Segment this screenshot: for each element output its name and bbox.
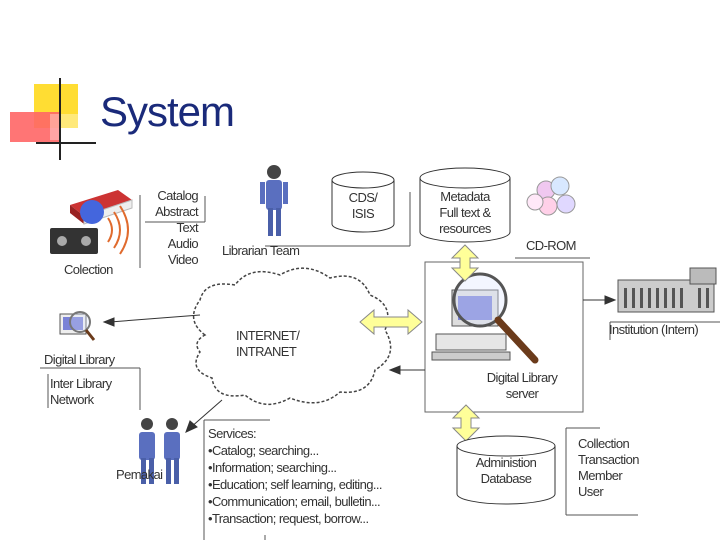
internet-line: INTERNET/ [236, 328, 300, 343]
admin-list-item: Member [578, 468, 623, 483]
admin-list-item: Transaction [578, 452, 639, 467]
collection-label: Colection [64, 262, 113, 277]
logo-icon [10, 78, 96, 160]
librarian-person-icon [260, 165, 288, 236]
disc-icon [80, 200, 104, 224]
services-item: •Education; self learning, editing... [208, 477, 382, 492]
admin-db-line: Database [480, 471, 532, 486]
admin-db-label: Administion Database [462, 455, 550, 487]
metadata-line: Metadata [440, 189, 490, 204]
collection-item: Video [167, 252, 199, 267]
services-item: •Information; searching... [208, 460, 337, 475]
services-heading: Services: [208, 426, 257, 441]
cd-rom-label: CD-ROM [526, 238, 576, 253]
metadata-line: Full text & [439, 205, 491, 220]
admin-list-item: Collection [578, 436, 630, 451]
inter-library-label: Inter Library Network [50, 376, 112, 408]
server-box [424, 261, 584, 413]
cds-isis-line: CDS/ [348, 190, 378, 205]
services-item: •Transaction; request, borrow... [208, 511, 369, 526]
cassette-icon [50, 228, 98, 254]
admin-list: Collection Transaction Member User [578, 436, 639, 500]
metadata-line: resources [439, 221, 491, 236]
institution-building-icon [617, 267, 717, 313]
cd-rom-icon [526, 176, 576, 216]
admin-list-item: User [578, 484, 604, 499]
server-line: server [505, 386, 539, 401]
computer-icon [431, 289, 511, 361]
inter-library-line: Inter Library [50, 376, 112, 391]
internet-cloud-icon [192, 267, 392, 405]
services-list: Services: •Catalog; searching... •Inform… [208, 425, 382, 527]
sound-waves-icon [107, 205, 129, 255]
collection-item: Text [176, 220, 199, 235]
metadata-label: Metadata Full text & resources [426, 189, 504, 237]
services-item: •Catalog; searching... [208, 443, 319, 458]
digital-library-computer-icon [59, 311, 96, 341]
digital-library-label: Digital Library [44, 352, 115, 367]
inter-library-line: Network [50, 392, 94, 407]
librarian-team-label: Librarian Team [222, 243, 300, 258]
collection-item: Abstract [155, 204, 198, 219]
collection-items: Catalog Abstract Text Audio Video [140, 188, 198, 268]
admin-db-line: Administion [475, 455, 537, 470]
internet-line: INTRANET [236, 344, 297, 359]
magnifier-icon [452, 272, 539, 364]
pemakai-label: Pemakai [116, 467, 163, 482]
collection-item: Audio [167, 236, 199, 251]
cds-isis-database-icon [331, 171, 395, 233]
server-line: Digital Library [486, 370, 558, 385]
metadata-database-icon [419, 167, 511, 243]
internet-label: INTERNET/ INTRANET [236, 328, 300, 360]
services-item: •Communication; email, bulletin... [208, 494, 381, 509]
collection-item: Catalog [157, 188, 198, 203]
user-person-icon [139, 418, 180, 484]
cds-isis-label: CDS/ ISIS [340, 190, 386, 222]
page-title: System [100, 88, 235, 135]
cds-isis-line: ISIS [351, 206, 375, 221]
admin-database-icon [456, 435, 556, 505]
institution-label: Institution (Intern) [609, 322, 699, 337]
server-label: Digital Library server [474, 370, 570, 402]
